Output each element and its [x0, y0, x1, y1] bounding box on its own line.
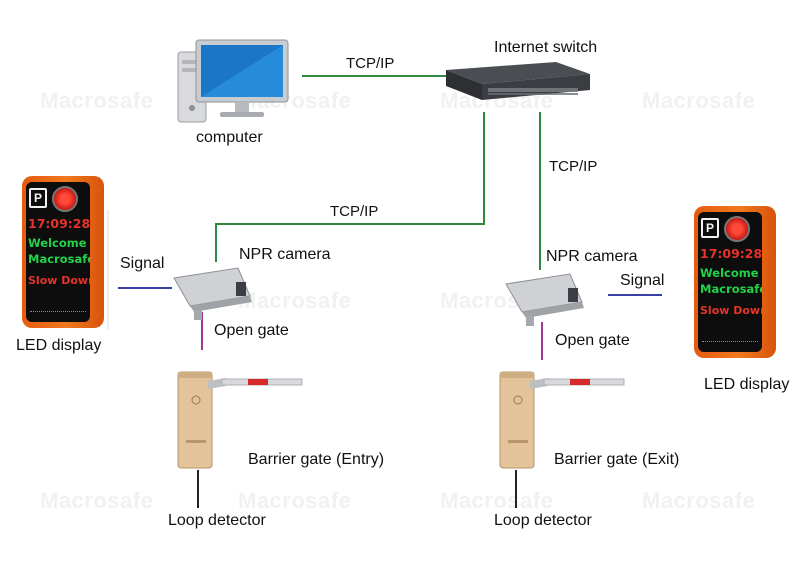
parking-icon: P	[701, 218, 719, 238]
watermark: Macrosafe	[642, 88, 756, 113]
computer-label: computer	[196, 129, 263, 146]
led-display-right-label: LED display	[704, 376, 790, 393]
watermark: Macrosafe	[40, 488, 154, 513]
watermark: Macrosafe	[40, 88, 154, 113]
signal-left-label: Signal	[120, 255, 165, 272]
led-display-right: P 17:09:28 Welcome Macrosafe Slow Down	[694, 206, 776, 358]
open-gate-right-label: Open gate	[555, 332, 630, 349]
npr-camera-left-icon	[173, 267, 252, 320]
loop-detector-left-label: Loop detector	[168, 512, 266, 529]
led-display-left-label: LED display	[16, 337, 102, 354]
parking-icon: P	[29, 188, 47, 208]
barrier-exit-label: Barrier gate (Exit)	[554, 451, 680, 468]
led-screen: P 17:09:28 Welcome Macrosafe Slow Down	[698, 212, 762, 352]
watermark: Macrosafe	[238, 288, 352, 313]
led-time: 17:09:28	[700, 246, 762, 261]
tcpip-label-top: TCP/IP	[346, 55, 395, 72]
switch-icon	[446, 62, 590, 100]
barrier-entry-label: Barrier gate (Entry)	[248, 451, 385, 468]
link-switch-left-camera	[215, 112, 485, 262]
internet-switch-label: Internet switch	[494, 39, 598, 56]
led-footer	[30, 311, 86, 318]
npr-camera-right-label: NPR camera	[546, 248, 638, 265]
loop-detector-right-label: Loop detector	[494, 512, 592, 529]
led-footer	[702, 341, 758, 348]
led-brand: Macrosafe	[700, 282, 762, 296]
npr-camera-left-label: NPR camera	[239, 246, 331, 263]
watermark: Macrosafe	[238, 488, 352, 513]
speed-dial-icon	[724, 216, 750, 242]
watermark: Macrosafe	[642, 488, 756, 513]
led-brand: Macrosafe	[28, 252, 90, 266]
npr-camera-right-icon	[505, 273, 584, 326]
watermark: Macrosafe	[440, 488, 554, 513]
led-display-left: P 17:09:28 Welcome Macrosafe Slow Down	[22, 176, 104, 328]
led-slow-down: Slow Down	[700, 304, 762, 317]
led-time: 17:09:28	[28, 216, 90, 231]
speed-dial-icon	[52, 186, 78, 212]
led-slow-down: Slow Down	[28, 274, 90, 287]
open-gate-left-label: Open gate	[214, 322, 289, 339]
led-welcome: Welcome	[28, 236, 87, 250]
tcpip-label-right: TCP/IP	[549, 158, 598, 175]
computer-icon	[177, 39, 289, 123]
tcpip-label-mid: TCP/IP	[330, 203, 379, 220]
barrier-gate-exit-icon	[499, 371, 625, 469]
led-welcome: Welcome	[700, 266, 759, 280]
led-screen: P 17:09:28 Welcome Macrosafe Slow Down	[26, 182, 90, 322]
barrier-gate-entry-icon	[177, 371, 303, 469]
signal-right-label: Signal	[620, 272, 665, 289]
